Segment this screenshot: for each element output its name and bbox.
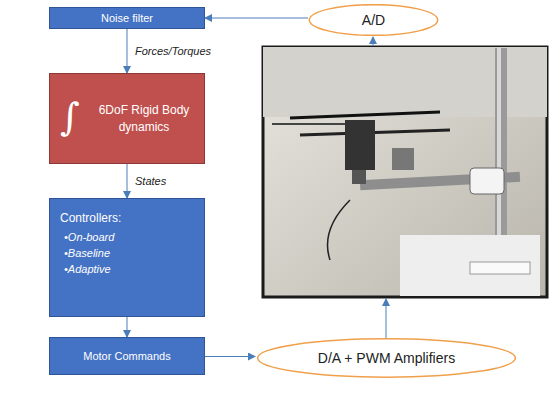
controller-box: Controllers:•On-board•Baseline•Adaptive xyxy=(49,198,205,317)
flow-arrow xyxy=(127,317,128,337)
edge-label: Forces/Torques xyxy=(133,45,213,57)
flow-arrow xyxy=(127,29,128,73)
node-text: A/D xyxy=(308,10,439,30)
node-text: •Baseline xyxy=(50,245,204,261)
node-text: 6DoF Rigid Body dynamics xyxy=(92,102,196,134)
node-text: Controllers: xyxy=(50,211,204,229)
node-text: ∫ xyxy=(60,98,80,136)
amplifier-ellipse: D/A + PWM Amplifiers xyxy=(255,338,518,378)
dynamics-box: ∫ 6DoF Rigid Body dynamics xyxy=(49,73,205,164)
node-text: Motor Commands xyxy=(50,348,204,364)
converter-ellipse: A/D xyxy=(308,4,439,36)
node-text: •On-board xyxy=(50,229,204,245)
node-text: •Adaptive xyxy=(50,261,204,277)
flow-arrow xyxy=(127,164,128,198)
flow-arrow xyxy=(205,356,255,357)
command-box: Motor Commands xyxy=(49,337,205,375)
edge-label: States xyxy=(133,175,168,187)
node-text: Noise filter xyxy=(50,10,204,26)
node-text: D/A + PWM Amplifiers xyxy=(255,348,518,368)
filter-box: Noise filter xyxy=(49,7,205,29)
flow-arrow xyxy=(205,18,308,19)
